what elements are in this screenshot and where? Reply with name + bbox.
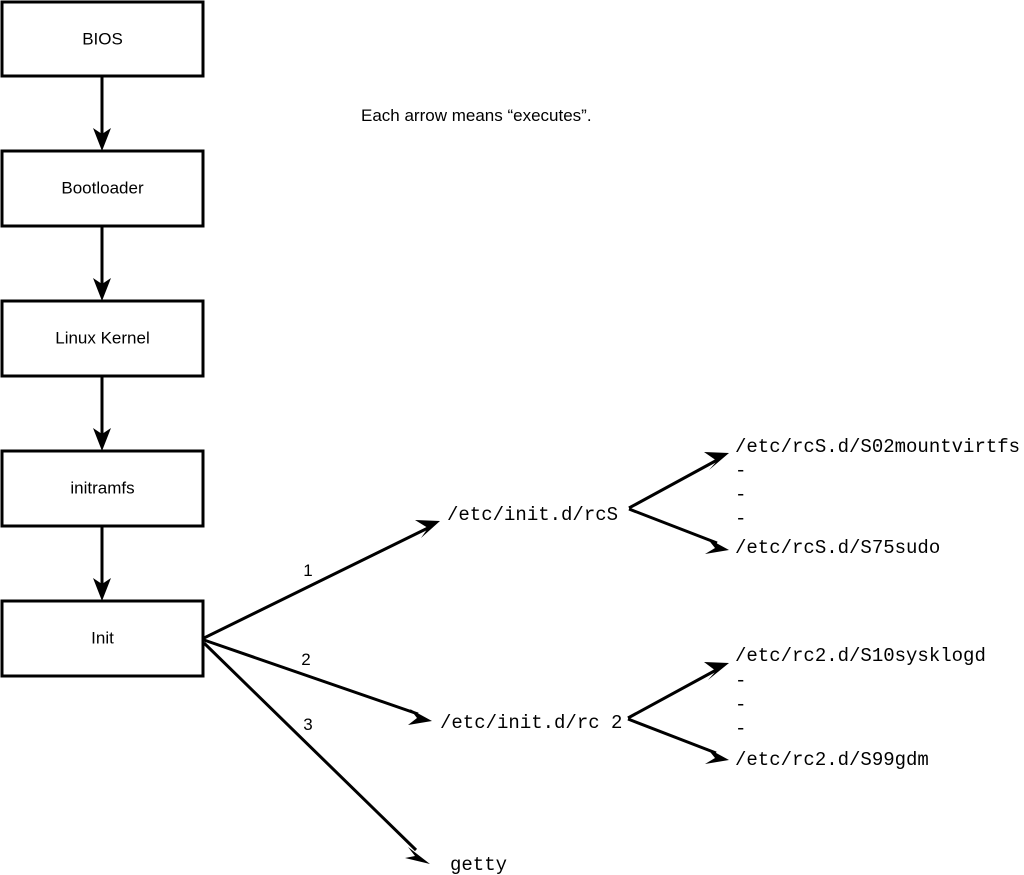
rcs-ellipsis-dash-1: -	[735, 460, 746, 482]
box-bios-label: BIOS	[82, 29, 123, 48]
label-rc2-first-script: /etc/rc2.d/S10sysklogd	[735, 645, 986, 667]
arrowhead-bios-to-bootloader	[93, 128, 111, 151]
box-bios-rect	[0, 0, 205, 78]
branch-1-arrowhead	[415, 520, 440, 538]
branch-1-line	[203, 524, 433, 640]
branch-2-arrowhead	[408, 709, 432, 725]
label-init-d-rc2: /etc/init.d/rc 2	[440, 712, 622, 734]
box-linux-kernel-label: Linux Kernel	[55, 328, 150, 347]
vertical-connectors	[93, 76, 111, 601]
box-initramfs[interactable]: initramfs	[0, 449, 205, 528]
rcs-fanout	[628, 452, 729, 554]
box-linux-kernel-rect	[0, 299, 205, 378]
rcs-last-line	[628, 507, 718, 545]
box-init-rect	[0, 599, 205, 678]
box-bios[interactable]: BIOS	[0, 0, 205, 78]
branch-2-number: 2	[301, 650, 310, 669]
rc2-last-line	[627, 717, 717, 755]
rc2-first-line	[627, 667, 719, 720]
label-rc2-last-script: /etc/rc2.d/S99gdm	[735, 749, 929, 771]
init-branch-2: 2	[203, 638, 432, 725]
rcs-ellipsis-dash-2: -	[735, 484, 746, 506]
label-init-d-rcs: /etc/init.d/rcS	[447, 504, 618, 526]
arrowhead-bootloader-to-kernel	[93, 278, 111, 301]
branch-3-number: 3	[303, 715, 312, 734]
rcs-ellipsis-dash-3: -	[735, 508, 746, 530]
init-branch-3: 3	[202, 641, 430, 864]
branch-2-line	[203, 638, 419, 716]
box-bootloader-rect	[0, 149, 205, 228]
rcs-first-arrowhead	[704, 452, 729, 470]
box-initramfs-label: initramfs	[70, 478, 134, 497]
label-rcs-first-script: /etc/rcS.d/S02mountvirtfs	[735, 436, 1020, 458]
rc2-last-arrowhead	[705, 748, 729, 764]
box-init-label: Init	[91, 628, 114, 647]
rcs-first-line	[628, 457, 720, 510]
rc2-first-arrowhead	[704, 662, 729, 680]
box-bootloader[interactable]: Bootloader	[0, 149, 205, 228]
branch-1-number: 1	[303, 561, 312, 580]
init-branch-1: 1	[203, 520, 440, 640]
rc2-ellipsis-dash-1: -	[735, 670, 746, 692]
branch-3-line	[202, 641, 418, 852]
label-getty: getty	[450, 854, 507, 875]
legend-note: Each arrow means “executes”.	[361, 106, 592, 125]
arrowhead-kernel-to-initramfs	[93, 428, 111, 451]
rc2-ellipsis-dash-2: -	[735, 694, 746, 716]
rc2-fanout	[627, 662, 729, 764]
box-linux-kernel[interactable]: Linux Kernel	[0, 299, 205, 378]
branch-3-arrowhead	[405, 847, 430, 864]
box-init[interactable]: Init	[0, 599, 205, 678]
rc2-ellipsis-dash-3: -	[735, 718, 746, 740]
box-bootloader-label: Bootloader	[61, 178, 144, 197]
box-initramfs-rect	[0, 449, 205, 528]
label-rcs-last-script: /etc/rcS.d/S75sudo	[735, 537, 940, 559]
rcs-last-arrowhead	[705, 538, 729, 554]
arrowhead-initramfs-to-init	[93, 578, 111, 601]
